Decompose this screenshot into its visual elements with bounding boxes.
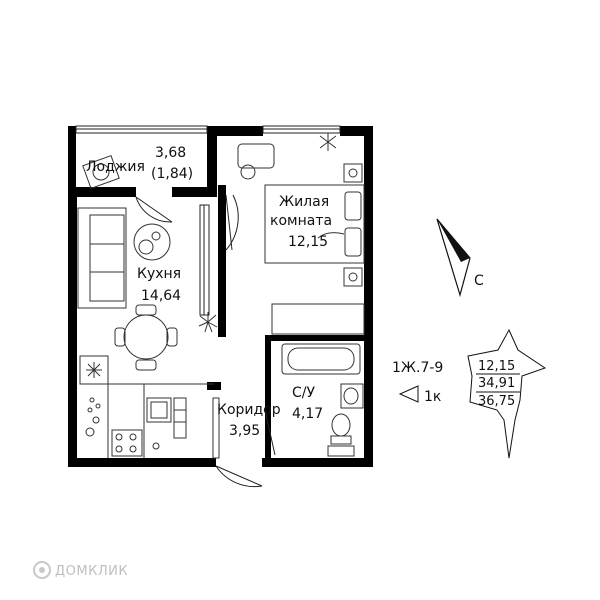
compass-label: С [474, 273, 484, 289]
compass: С [436, 218, 484, 298]
bathroom-fixtures [212, 343, 364, 459]
domclick-logo-icon [33, 561, 51, 579]
room-labels: Лоджия 3,68 (1,84) Жилая комната 12,15 К… [86, 145, 332, 439]
outer-walls [68, 126, 373, 467]
doors [135, 194, 276, 488]
loggia-area: 3,68 [155, 145, 186, 161]
triangle-left-icon [398, 385, 419, 403]
windows [75, 125, 341, 316]
area-star-badge [467, 328, 547, 459]
plant-icon-2 [319, 133, 337, 151]
loggia-name: Лоджия [86, 159, 145, 175]
corridor-area: 3,95 [229, 423, 260, 439]
kitchen-furniture [77, 207, 218, 458]
watermark-text: ДОМКЛИК [55, 564, 128, 579]
apartment-code: 1Ж.7-9 [392, 360, 443, 376]
bathroom-name: С/У [292, 385, 315, 401]
kitchen-name: Кухня [137, 266, 181, 282]
plant-icon [198, 312, 218, 333]
loggia-furniture [82, 154, 120, 190]
watermark: ДОМКЛИК [33, 561, 128, 579]
apartment-type: 1к [424, 389, 441, 405]
living-name-1: Жилая [279, 194, 329, 210]
area-living: 12,15 [478, 359, 515, 374]
living-name-2: комната [270, 213, 332, 229]
area-useful: 34,91 [478, 376, 515, 391]
area-total: 36,75 [478, 394, 515, 409]
kitchen-area: 14,64 [141, 288, 181, 304]
loggia-area-reduced: (1,84) [151, 166, 193, 182]
corridor-name: Коридор [217, 402, 281, 418]
living-area: 12,15 [288, 234, 328, 250]
apartment-info: 1Ж.7-9 1к 12,15 34,91 36,75 [392, 328, 547, 459]
living-furniture [237, 133, 365, 335]
bathroom-area: 4,17 [292, 406, 323, 422]
